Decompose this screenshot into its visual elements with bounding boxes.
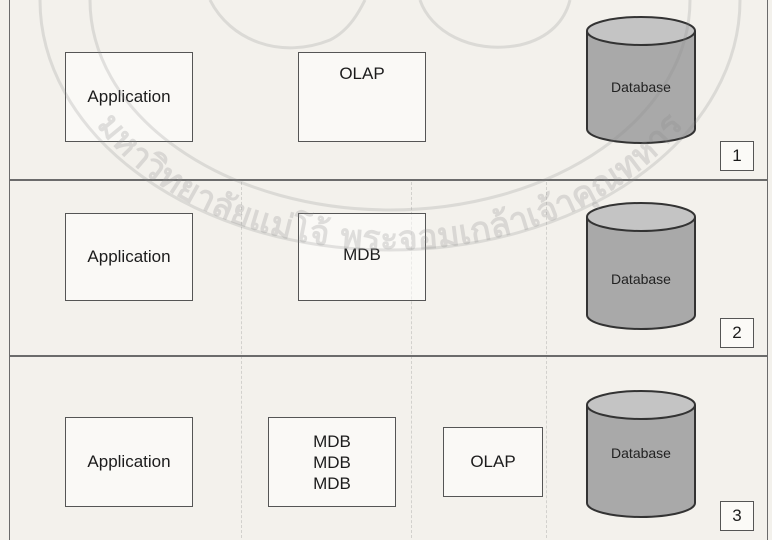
olap-box: OLAP <box>298 52 426 142</box>
mdb-label: MDB <box>343 245 381 264</box>
database-cylinder: Database <box>585 389 697 519</box>
application-label: Application <box>87 452 171 471</box>
olap-label: OLAP <box>470 452 516 471</box>
database-label: Database <box>611 271 671 287</box>
application-label: Application <box>87 247 171 266</box>
guide-line <box>241 182 242 538</box>
olap-box: OLAP <box>443 427 543 497</box>
database-label: Database <box>611 79 671 95</box>
database-cylinder: Database <box>585 201 697 331</box>
panel-number: 1 <box>720 141 754 171</box>
mdb-stack-box: MDB MDB MDB <box>268 417 396 507</box>
mdb-box: MDB <box>298 213 426 301</box>
mdb-label: MDB <box>313 452 351 472</box>
panel-number: 2 <box>720 318 754 348</box>
panel-number: 3 <box>720 501 754 531</box>
database-icon <box>586 16 696 144</box>
guide-line <box>411 182 412 538</box>
olap-label: OLAP <box>339 64 385 83</box>
mdb-label: MDB <box>313 473 351 493</box>
database-icon <box>586 202 696 330</box>
application-box: Application <box>65 213 193 301</box>
application-label: Application <box>87 87 171 106</box>
panel-number-text: 1 <box>732 146 742 165</box>
database-cylinder: Database <box>585 15 697 145</box>
panel-number-text: 2 <box>732 323 742 342</box>
panel-3: Application MDB MDB MDB OLAP Database 3 <box>9 356 768 540</box>
guide-line <box>546 182 547 538</box>
database-label: Database <box>611 445 671 461</box>
application-box: Application <box>65 417 193 507</box>
panel-number-text: 3 <box>732 506 742 525</box>
application-box: Application <box>65 52 193 142</box>
panel-2: Application MDB Database 2 <box>9 180 768 356</box>
panel-1: Application OLAP Database 1 <box>9 0 768 180</box>
database-icon <box>586 390 696 518</box>
mdb-label: MDB <box>313 431 351 451</box>
